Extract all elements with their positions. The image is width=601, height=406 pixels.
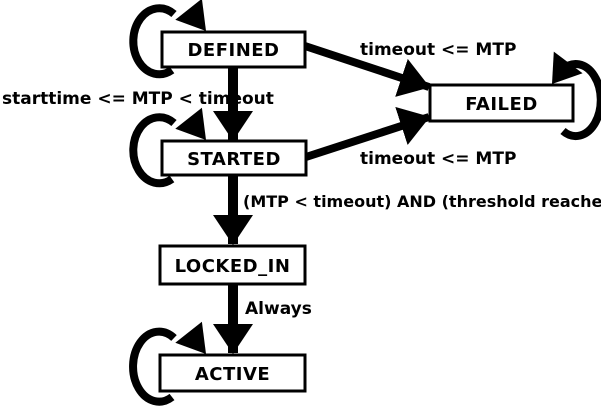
self-loop-started: [129, 113, 177, 188]
state-box-defined: [160, 30, 307, 69]
state-label-failed: FAILED: [465, 94, 538, 115]
transition-label-lockedin-active: Always: [245, 299, 312, 319]
self-loop-arrowhead-started: [175, 107, 206, 140]
state-box-started: [160, 139, 308, 177]
self-loop-arrowhead-failed: [552, 51, 583, 84]
state-box-active: [158, 353, 307, 393]
state-label-lockedin: LOCKED_IN: [175, 256, 291, 277]
self-loop-arrowhead-active: [175, 321, 206, 354]
self-loop-defined: [129, 4, 177, 79]
self-loop-active: [129, 327, 177, 406]
transition-label-defined-started: starttime <= MTP < timeout: [2, 89, 274, 109]
state-box-failed: [428, 83, 575, 123]
state-box-lockedin: [158, 244, 307, 286]
transition-arrow-defined-failed: [303, 42, 431, 97]
state-label-active: ACTIVE: [195, 364, 270, 385]
self-loop-arrowhead-defined: [175, 0, 206, 31]
transition-label-started-failed: timeout <= MTP: [360, 149, 516, 169]
transition-label-defined-failed: timeout <= MTP: [360, 40, 516, 60]
state-label-started: STARTED: [187, 149, 281, 170]
state-label-defined: DEFINED: [187, 40, 279, 61]
transition-label-started-lockedin: (MTP < timeout) AND (threshold reached): [243, 192, 601, 211]
transition-arrow-started-failed: [304, 106, 431, 161]
